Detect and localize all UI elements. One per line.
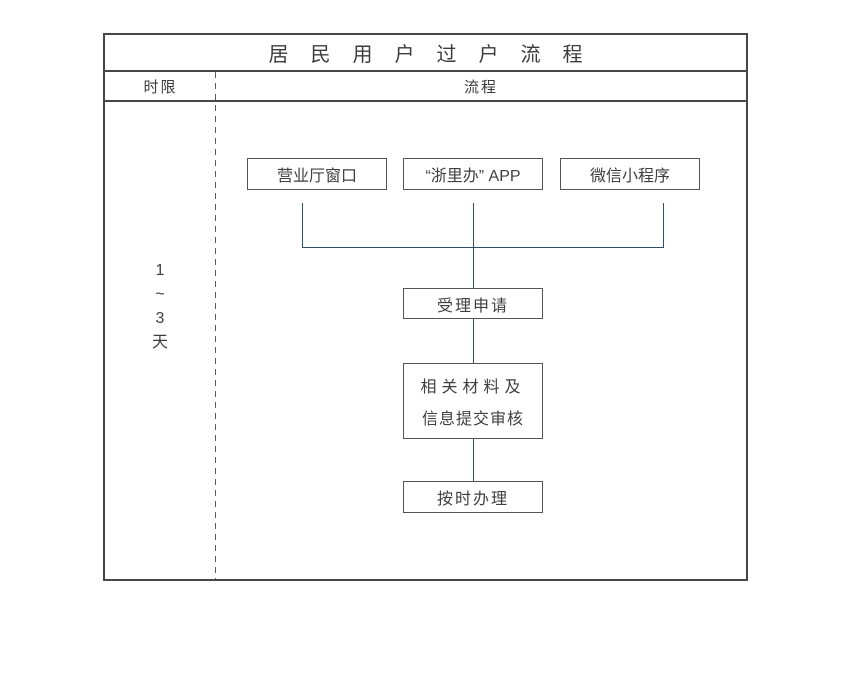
channel-box-wechat-mini-program: 微信小程序 xyxy=(560,158,700,190)
channel-label: “浙里办” APP xyxy=(425,168,521,185)
step-label-line2: 信息提交审核 xyxy=(421,411,524,429)
table-title-row: 居民用户过户流程 xyxy=(105,35,746,72)
step-box-accept-application: 受理申请 xyxy=(403,288,543,319)
step-label-line1: 相关材料及 xyxy=(420,378,526,396)
step-box-timely-processing: 按时办理 xyxy=(403,481,543,513)
step-box-materials-review: 相关材料及 信息提交审核 xyxy=(403,363,543,439)
step-label: 受理申请 xyxy=(436,297,509,315)
table-header-row: 时限 流程 xyxy=(105,72,746,102)
flow-table: 居民用户过户流程 时限 流程 1 ~ 3 天 营业厅窗口 “浙里办” APP 微… xyxy=(103,33,748,581)
connector-line-review-to-process xyxy=(473,439,474,481)
time-limit-value: 1 ~ 3 天 xyxy=(105,261,215,353)
page-title: 居民用户过户流程 xyxy=(268,44,605,66)
time-limit-line: ~ xyxy=(155,286,165,303)
column-header-process: 流程 xyxy=(463,78,498,96)
connector-line-merge xyxy=(302,247,664,248)
time-limit-line: 天 xyxy=(151,334,168,351)
channel-box-zheliban-app: “浙里办” APP xyxy=(403,158,543,190)
channel-label: 营业厅窗口 xyxy=(276,168,357,185)
connector-line-right xyxy=(663,203,664,248)
connector-line-center xyxy=(473,203,474,288)
column-divider xyxy=(215,72,216,579)
connector-line-left xyxy=(302,203,303,248)
channel-label: 微信小程序 xyxy=(589,168,670,185)
channel-box-business-hall: 营业厅窗口 xyxy=(247,158,387,190)
column-header-time-limit: 时限 xyxy=(143,78,178,96)
time-limit-line: 3 xyxy=(155,310,165,327)
connector-line-accept-to-review xyxy=(473,319,474,363)
step-label: 按时办理 xyxy=(436,491,509,508)
time-limit-line: 1 xyxy=(155,262,165,279)
